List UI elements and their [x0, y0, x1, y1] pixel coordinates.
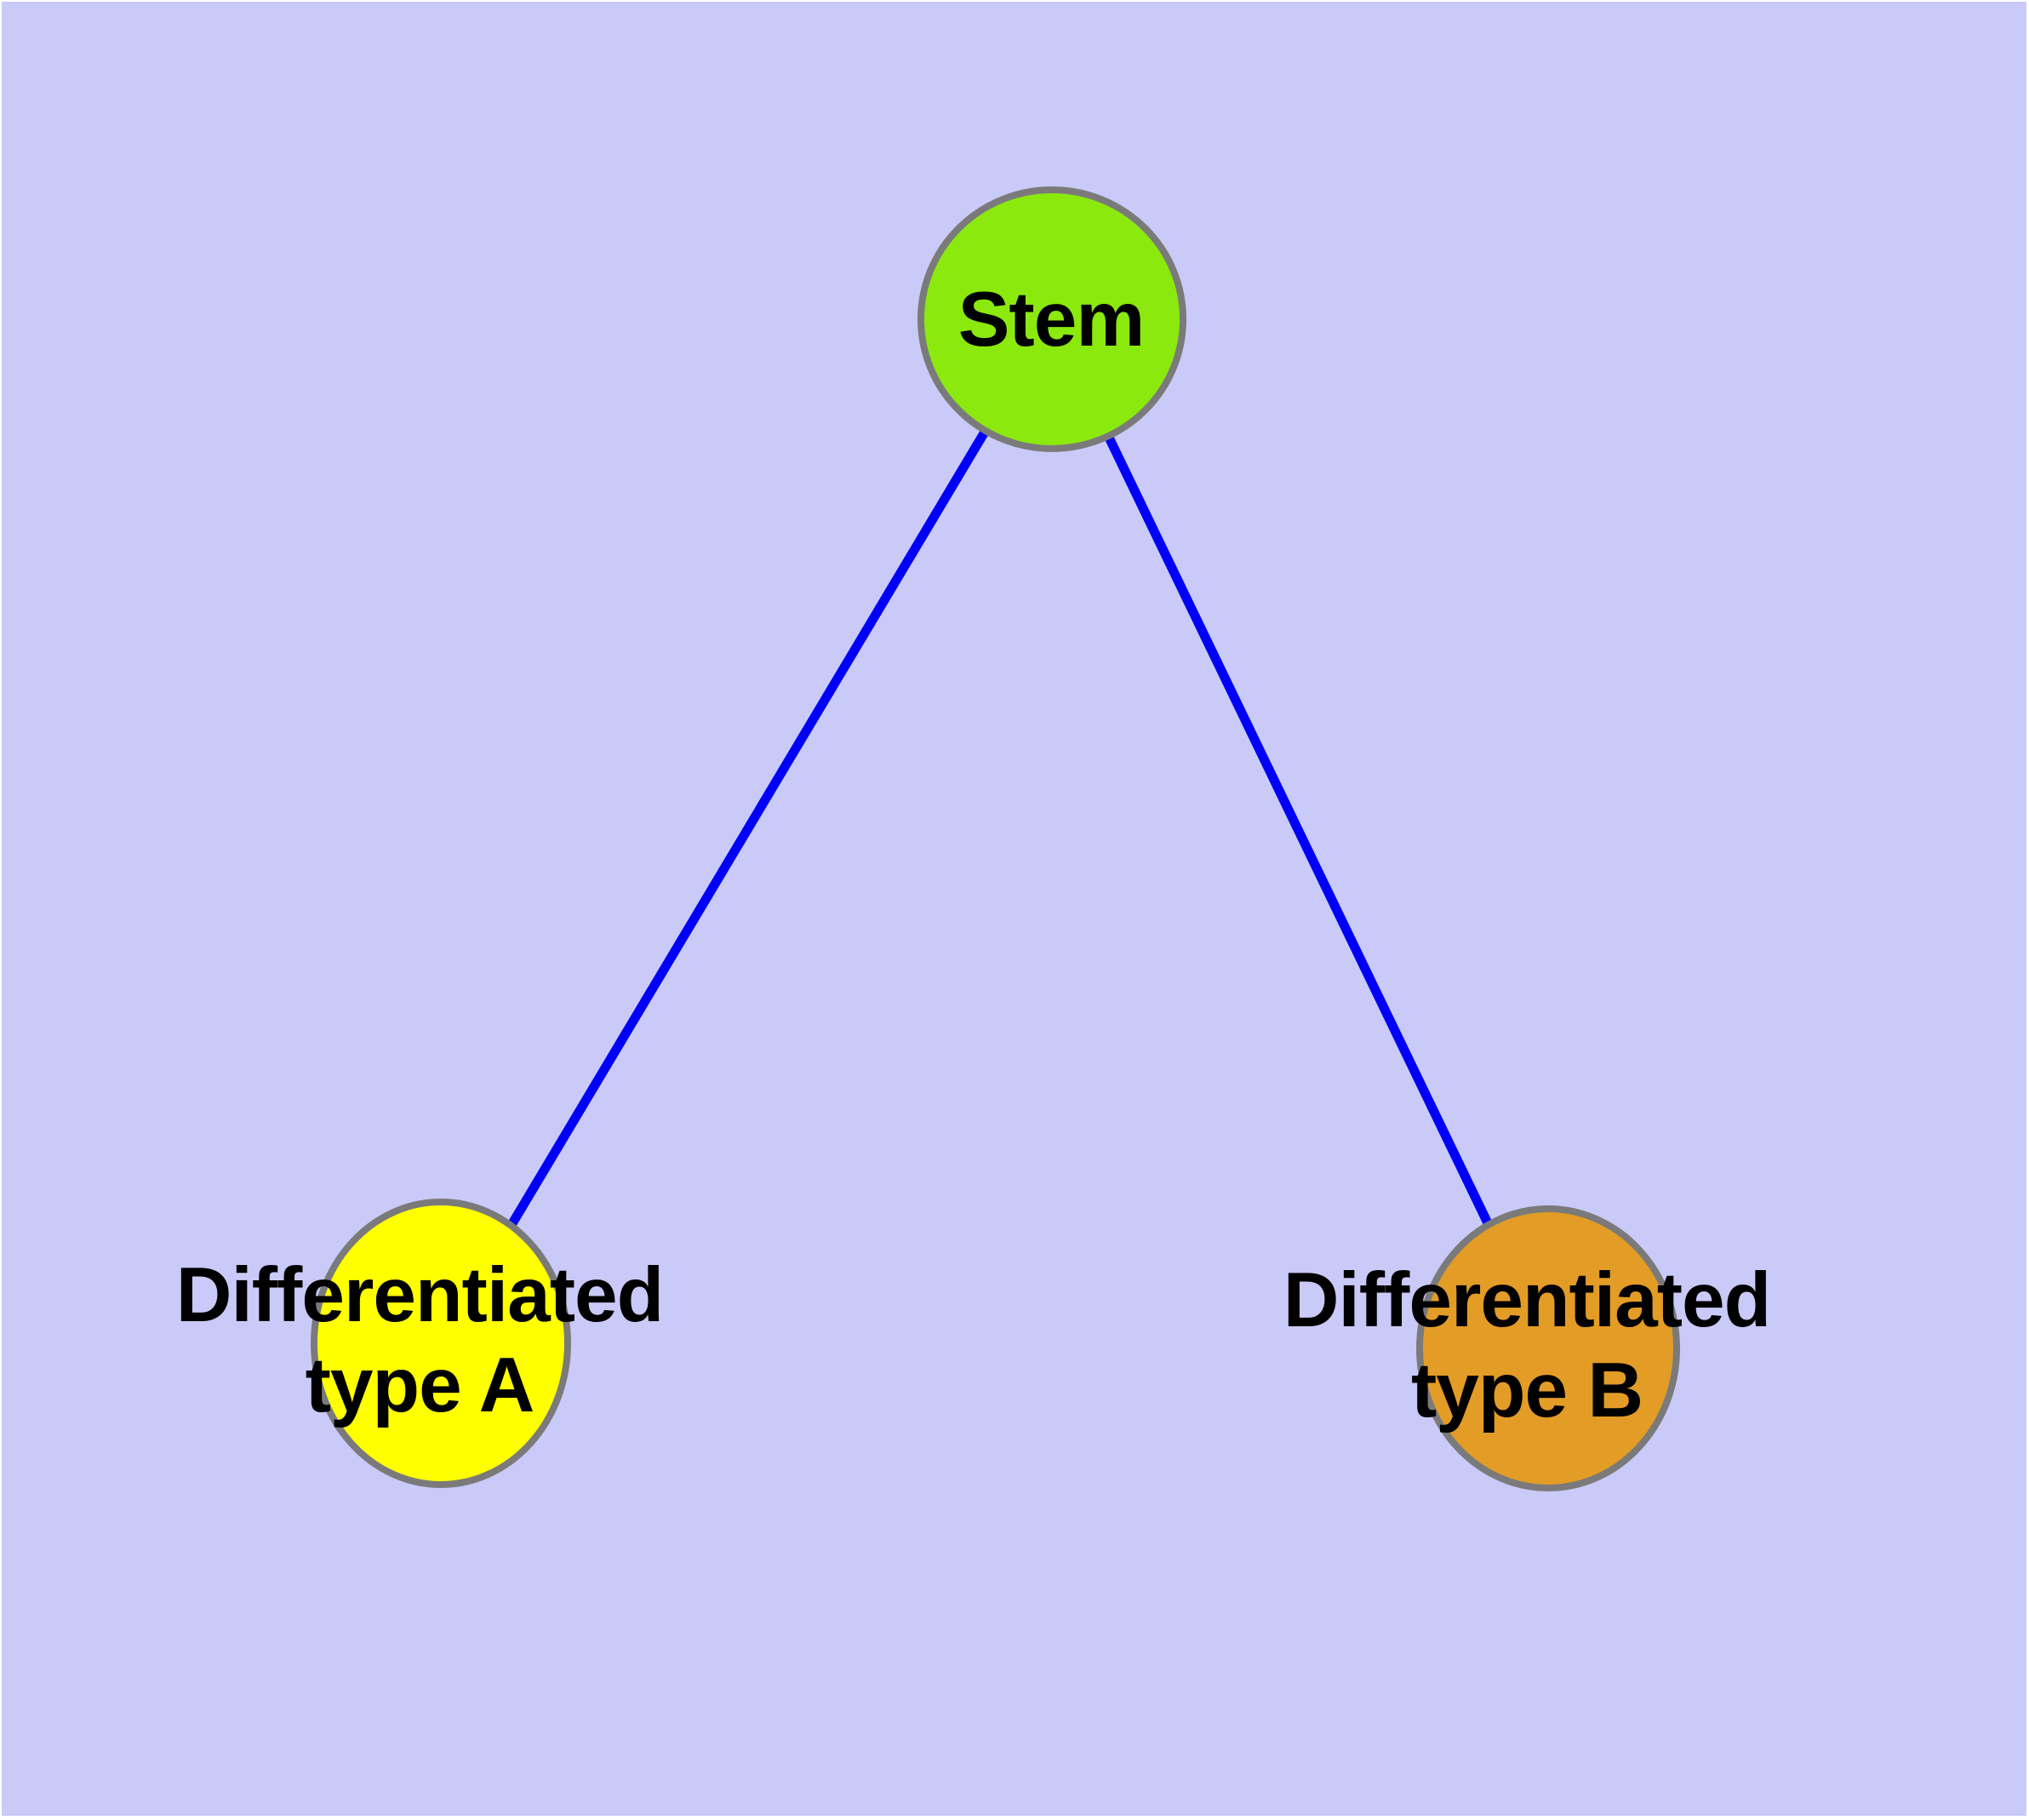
node-label-differentiated-type-b: Differentiated type B	[1283, 1256, 1772, 1436]
node-stem[interactable]	[917, 186, 1186, 452]
edge-stem-to-type-b	[1048, 317, 1552, 1351]
edge-stem-to-type-a	[437, 317, 1056, 1346]
node-label-stem: Stem	[957, 275, 1146, 365]
node-label-type-a-line1: Differentiated	[175, 1252, 665, 1338]
node-differentiated-type-b[interactable]	[1416, 1205, 1680, 1491]
node-label-type-b-line2: type B	[1410, 1348, 1643, 1434]
node-label-stem-text: Stem	[957, 277, 1146, 363]
node-differentiated-type-a[interactable]	[311, 1199, 571, 1488]
node-label-type-b-line1: Differentiated	[1283, 1257, 1772, 1343]
node-label-differentiated-type-a: Differentiated type A	[175, 1251, 665, 1431]
node-label-type-a-line2: type A	[305, 1342, 535, 1428]
